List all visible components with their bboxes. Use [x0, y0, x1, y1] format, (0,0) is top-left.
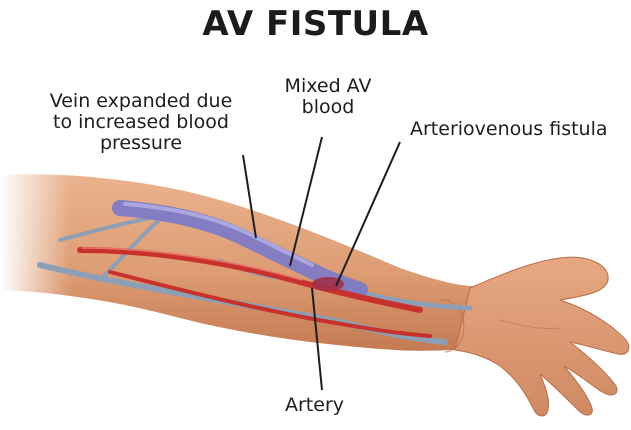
- left-fade: [0, 160, 70, 300]
- hand-shape: [455, 257, 629, 416]
